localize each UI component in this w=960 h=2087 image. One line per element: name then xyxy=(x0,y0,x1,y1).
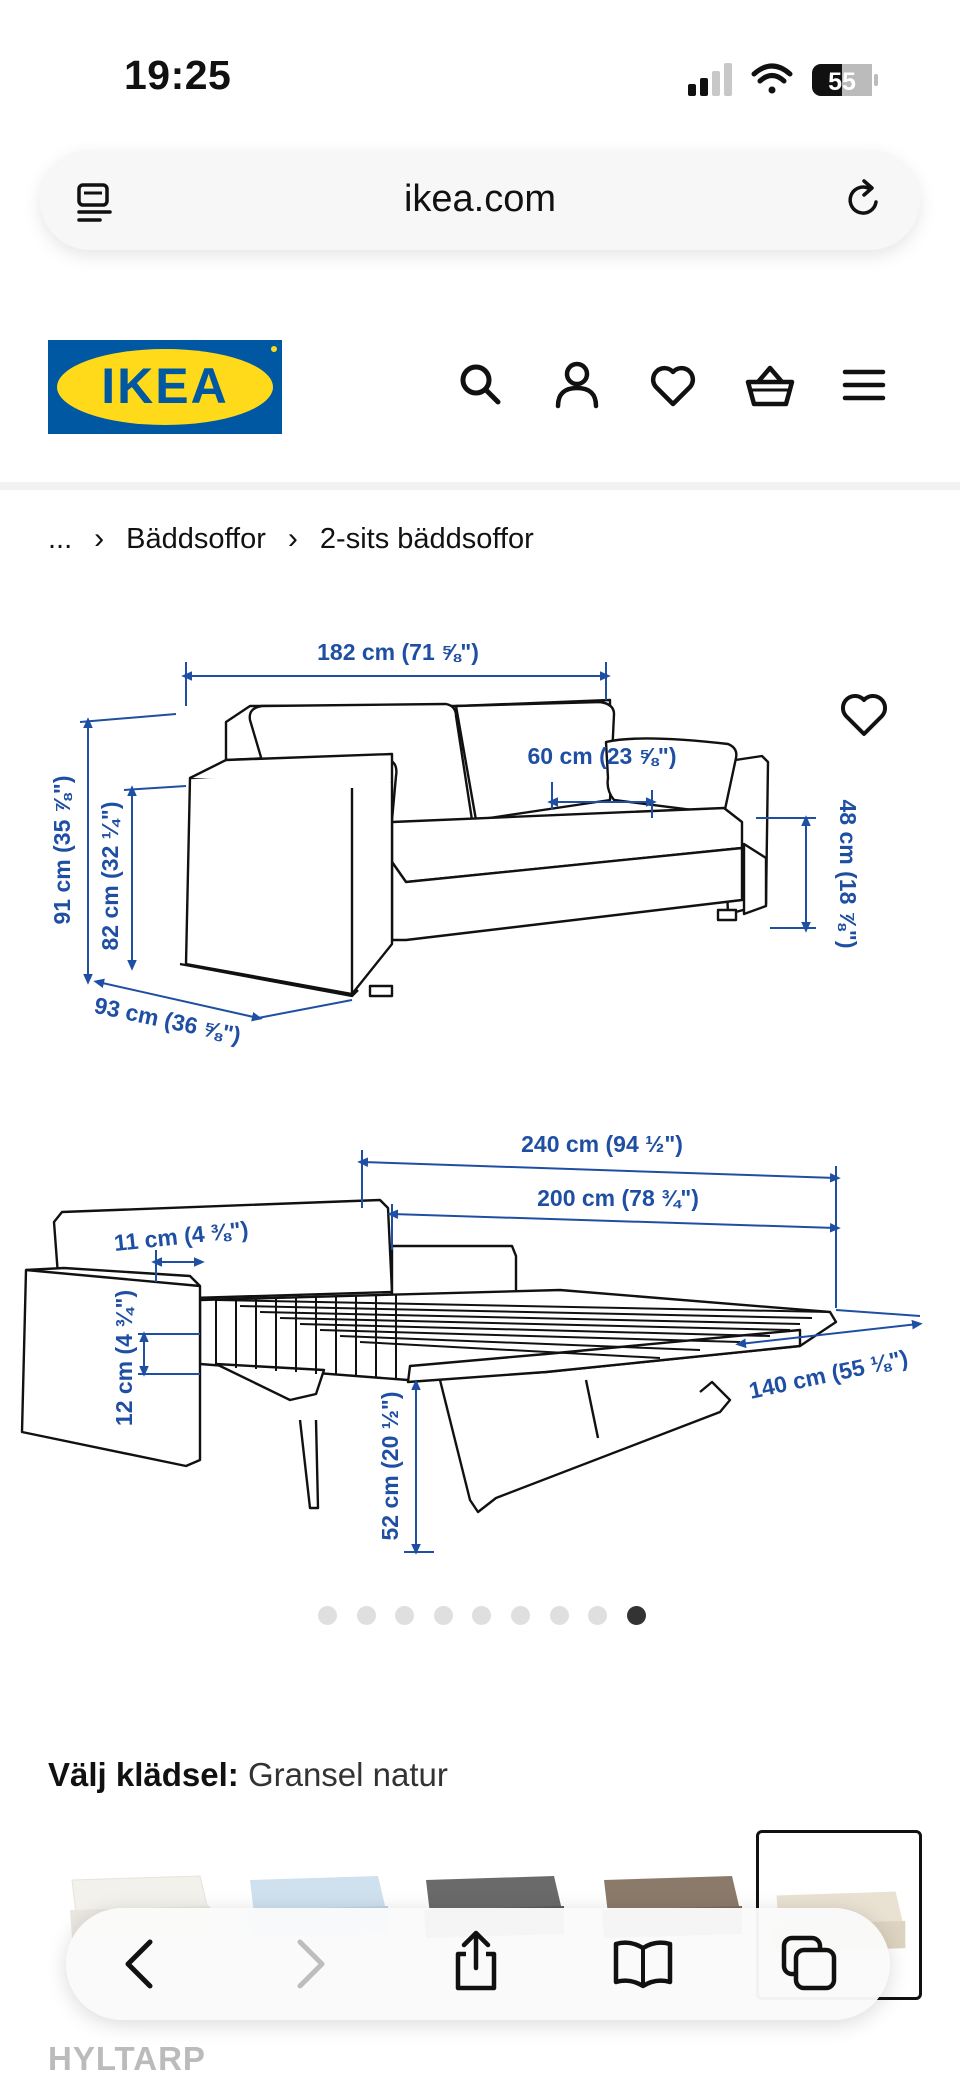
upholstery-label: Välj klädsel: xyxy=(48,1756,239,1793)
bookmarks-book-icon[interactable] xyxy=(612,1938,674,1990)
wifi-icon xyxy=(751,63,793,94)
save-to-favorites-heart-icon[interactable] xyxy=(838,688,890,740)
carousel-dot[interactable] xyxy=(318,1606,337,1625)
cellular-signal-icon xyxy=(688,63,732,96)
carousel-dot[interactable] xyxy=(433,1606,453,1625)
carousel-dot[interactable] xyxy=(395,1606,415,1625)
battery-icon: 55 xyxy=(812,64,878,96)
label-mattress-thickness: 12 cm (4 ¾") xyxy=(111,1290,137,1426)
status-icons: 55 xyxy=(688,63,878,96)
sofa-dimension-lines xyxy=(79,662,816,1022)
product-name: HYLTARP xyxy=(48,2040,206,2077)
shopping-basket-icon[interactable] xyxy=(744,360,796,410)
hamburger-menu-icon[interactable] xyxy=(842,360,886,410)
product-dimension-drawing[interactable]: 182 cm (71 ⅝") 60 cm (23 ⅝") 91 cm (35 ⅞… xyxy=(0,600,960,1560)
label-seat-height: 48 cm (18 ⅞") xyxy=(835,800,861,949)
forward-chevron-icon[interactable] xyxy=(290,1936,330,1992)
header-divider xyxy=(0,482,960,490)
image-carousel-dots[interactable] xyxy=(318,1606,648,1628)
label-bed-length: 200 cm (78 ¾") xyxy=(537,1185,699,1211)
chevron-right-icon: › xyxy=(287,522,298,555)
carousel-dot[interactable] xyxy=(549,1606,569,1625)
back-chevron-icon[interactable] xyxy=(120,1936,160,1992)
search-icon[interactable] xyxy=(456,360,506,410)
chevron-right-icon: › xyxy=(94,522,105,555)
breadcrumb-item-sofa-beds[interactable]: Bäddsoffor xyxy=(126,522,266,555)
upholstery-value: Gransel natur xyxy=(247,1756,448,1793)
ikea-logo[interactable]: IKEA xyxy=(48,340,282,434)
status-time: 19:25 xyxy=(124,52,232,98)
label-height-back: 82 cm (32 ¼") xyxy=(97,802,123,951)
label-height-total: 91 cm (35 ⅞") xyxy=(49,776,75,925)
tabs-overview-icon[interactable] xyxy=(780,1934,838,1992)
label-cushion: 60 cm (23 ⅝") xyxy=(528,743,677,769)
sofa-line-drawing xyxy=(179,698,770,998)
label-bed-total-length: 240 cm (94 ½") xyxy=(521,1131,683,1157)
label-bed-width: 140 cm (55 ⅛") xyxy=(747,1345,911,1404)
browser-toolbar xyxy=(66,1908,890,2020)
label-bed-height: 52 cm (20 ½") xyxy=(377,1392,403,1541)
breadcrumb: ... › Bäddsoffor › 2-sits bäddsoffor xyxy=(48,522,534,556)
breadcrumb-ellipsis[interactable]: ... xyxy=(48,522,73,555)
status-bar: 19:25 55 xyxy=(0,0,960,150)
carousel-dot[interactable] xyxy=(588,1606,608,1625)
address-bar[interactable]: ikea.com xyxy=(40,150,920,250)
reload-icon[interactable] xyxy=(842,178,886,222)
label-width: 182 cm (71 ⅝") xyxy=(317,639,479,665)
favorites-heart-icon[interactable] xyxy=(648,360,698,410)
svg-text:IKEA: IKEA xyxy=(101,358,228,414)
carousel-dot[interactable] xyxy=(472,1606,492,1625)
sofa-bed-dimension-lines xyxy=(138,1150,923,1555)
carousel-dot[interactable] xyxy=(356,1606,376,1625)
site-header: IKEA xyxy=(0,320,960,470)
upholstery-selector-label: Välj klädsel: Gransel natur xyxy=(48,1756,448,1794)
svg-text:55: 55 xyxy=(828,68,856,96)
label-depth: 93 cm (36 ⅝") xyxy=(92,992,243,1048)
breadcrumb-item-2-seat-sofa-beds[interactable]: 2-sits bäddsoffor xyxy=(319,522,534,555)
profile-icon[interactable] xyxy=(552,360,602,410)
bed-slats xyxy=(215,1295,831,1380)
url-text[interactable]: ikea.com xyxy=(403,178,557,220)
share-icon[interactable] xyxy=(450,1930,502,1992)
carousel-dot[interactable] xyxy=(626,1606,646,1625)
page-menu-icon[interactable] xyxy=(74,180,118,224)
carousel-dot[interactable] xyxy=(511,1606,530,1625)
